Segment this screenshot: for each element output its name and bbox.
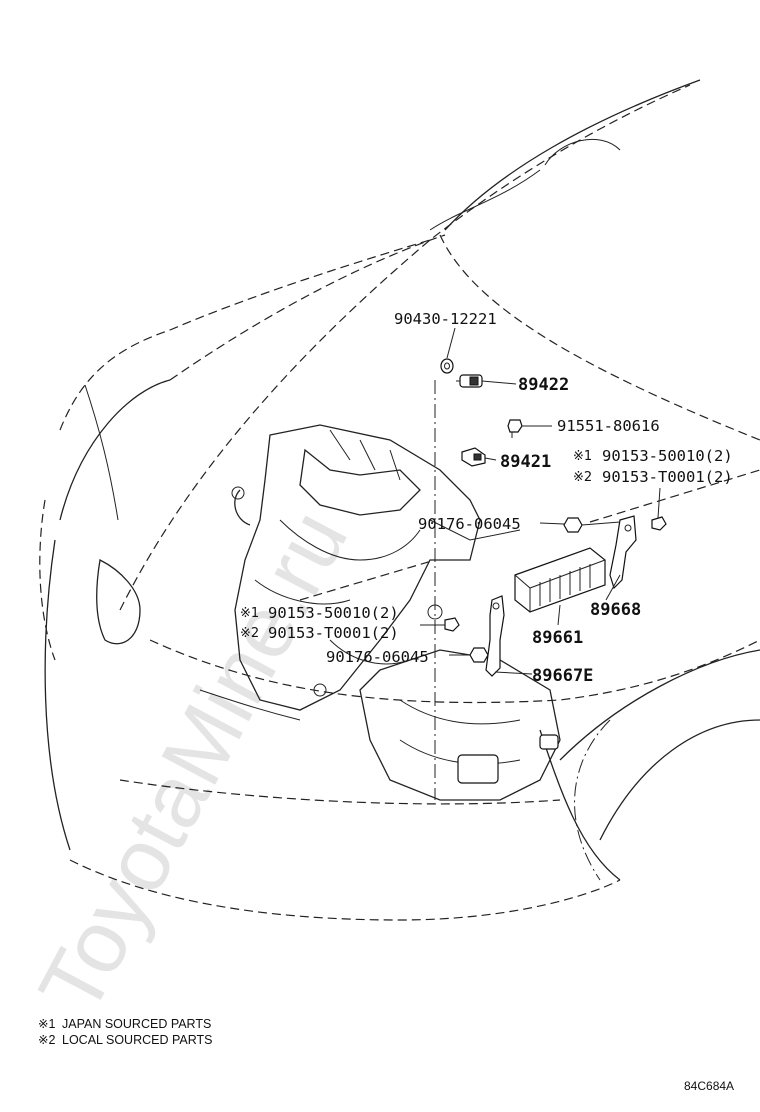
notes: ※1 JAPAN SOURCED PARTS ※2 LOCAL SOURCED … — [38, 1017, 213, 1047]
leader-lines — [299, 327, 760, 675]
label-right-bolt-1-mark: ※1 — [573, 449, 592, 464]
label-90176-upper: 90176-06045 — [418, 515, 521, 533]
label-89668: 89668 — [590, 600, 641, 620]
label-right-bolt-2: 90153-T0001(2) — [602, 468, 733, 486]
label-left-bolt-1: 90153-50010(2) — [268, 604, 399, 622]
part-washer-90430 — [440, 358, 454, 374]
part-bracket-89668 — [609, 515, 637, 590]
vehicle-body-outline — [39, 79, 760, 921]
label-right-bolt-1: 90153-50010(2) — [602, 447, 733, 465]
diagram-code: 84C684A — [684, 1079, 734, 1093]
label-left-bolt-2-mark: ※2 — [240, 626, 259, 641]
label-89661: 89661 — [532, 628, 583, 648]
part-labels: 90430-12221 89422 91551-80616 89421 ※1 9… — [240, 310, 733, 686]
note-1-mark: ※1 — [38, 1017, 55, 1031]
part-bolt-91551 — [507, 419, 523, 438]
engine-assembly — [199, 424, 561, 801]
watermark: ToyotaMine.ru — [19, 494, 366, 1028]
note-2-text: LOCAL SOURCED PARTS — [62, 1033, 213, 1047]
note-2-mark: ※2 — [38, 1033, 55, 1047]
note-1-text: JAPAN SOURCED PARTS — [62, 1017, 211, 1031]
part-sensor-89422 — [456, 374, 483, 388]
label-left-bolt-1-mark: ※1 — [240, 606, 259, 621]
label-90176-lower: 90176-06045 — [326, 648, 429, 666]
part-nut-90176-upper — [563, 517, 583, 533]
label-89422: 89422 — [518, 375, 569, 395]
part-sensor-89421 — [461, 447, 486, 467]
label-left-bolt-2: 90153-T0001(2) — [268, 624, 399, 642]
label-89421: 89421 — [500, 452, 551, 472]
part-bolt-right — [651, 516, 667, 531]
label-91551: 91551-80616 — [557, 417, 660, 435]
part-bolt-left — [444, 617, 460, 632]
label-89667E: 89667E — [532, 666, 593, 686]
part-bracket-89667E — [485, 595, 505, 677]
part-ecu-89661 — [514, 547, 606, 613]
label-90430: 90430-12221 — [394, 310, 497, 328]
part-nut-90176-lower — [469, 647, 489, 663]
label-right-bolt-2-mark: ※2 — [573, 470, 592, 485]
